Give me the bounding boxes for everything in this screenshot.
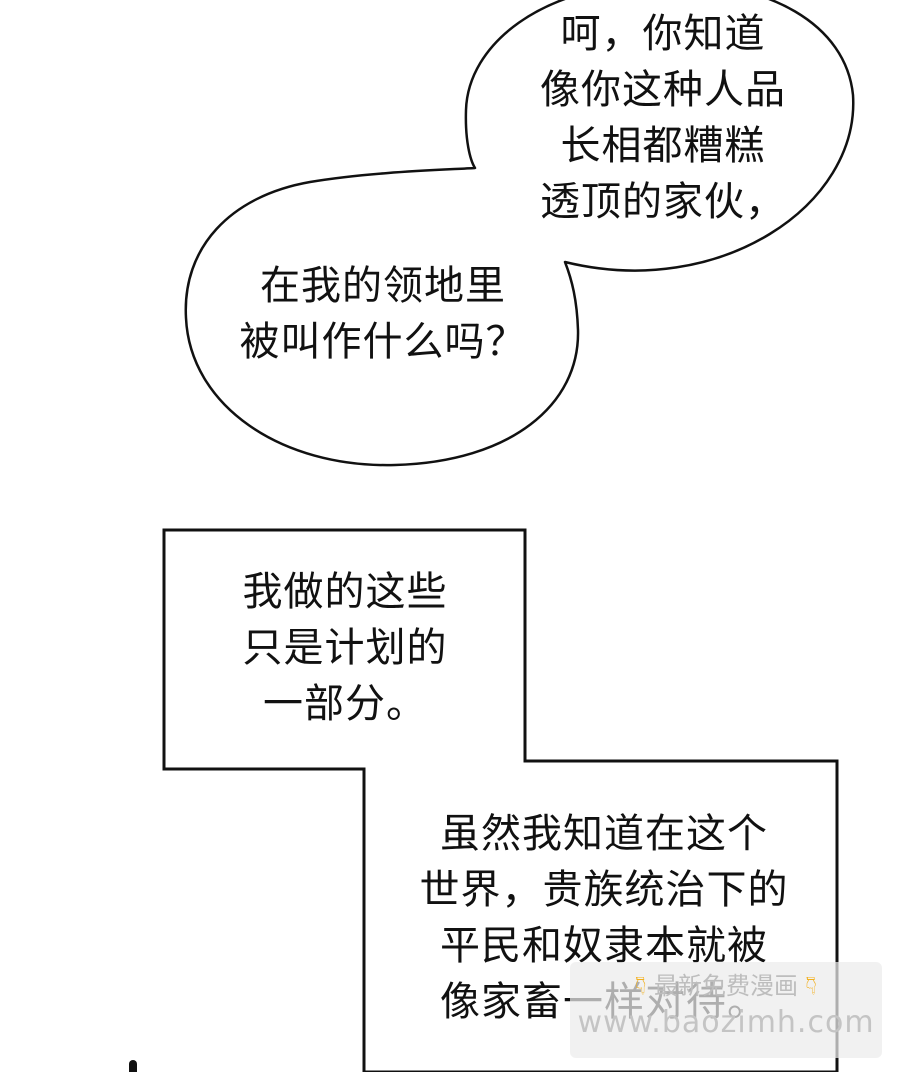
dialogue-line: 呵，你知道 <box>560 11 766 57</box>
narration-top-text: 我做的这些 只是计划的 一部分。 <box>190 564 500 732</box>
dialogue-line: 长相都糟糕 <box>560 123 766 169</box>
dialogue-line: 被叫作什么吗？ <box>239 319 527 365</box>
watermark-text: 最新免费漫画 <box>654 972 798 1000</box>
pointing-down-icon: 👇︎ <box>805 971 817 1001</box>
dialogue-line: 像你这种人品 <box>540 67 786 113</box>
speech-bubble-outline <box>184 0 855 467</box>
narration-line: 一部分。 <box>263 681 427 727</box>
ink-mark <box>129 1060 137 1072</box>
speech-bubble-upper-text: 呵，你知道 像你这种人品 长相都糟糕 透顶的家伙， <box>508 6 818 230</box>
pointing-down-icon: 👇︎ <box>635 971 647 1001</box>
narration-line: 我做的这些 <box>242 569 448 615</box>
watermark: 👇︎ 最新免费漫画 👇︎ www.baozimh.com <box>570 962 882 1058</box>
watermark-caption: 👇︎ 最新免费漫画 👇︎ <box>570 972 882 1000</box>
narration-line: 世界，贵族统治下的 <box>419 867 789 913</box>
narration-line: 平民和奴隶本就被 <box>440 923 768 969</box>
narration-line: 只是计划的 <box>242 625 448 671</box>
watermark-url: www.baozimh.com <box>577 1005 875 1040</box>
speech-bubble-lower-text: 在我的领地里 被叫作什么吗？ <box>218 258 548 370</box>
dialogue-line: 透顶的家伙， <box>540 179 786 225</box>
dialogue-line: 在我的领地里 <box>260 263 506 309</box>
narration-line: 虽然我知道在这个 <box>440 811 768 857</box>
narration-box-outline <box>162 528 839 1072</box>
